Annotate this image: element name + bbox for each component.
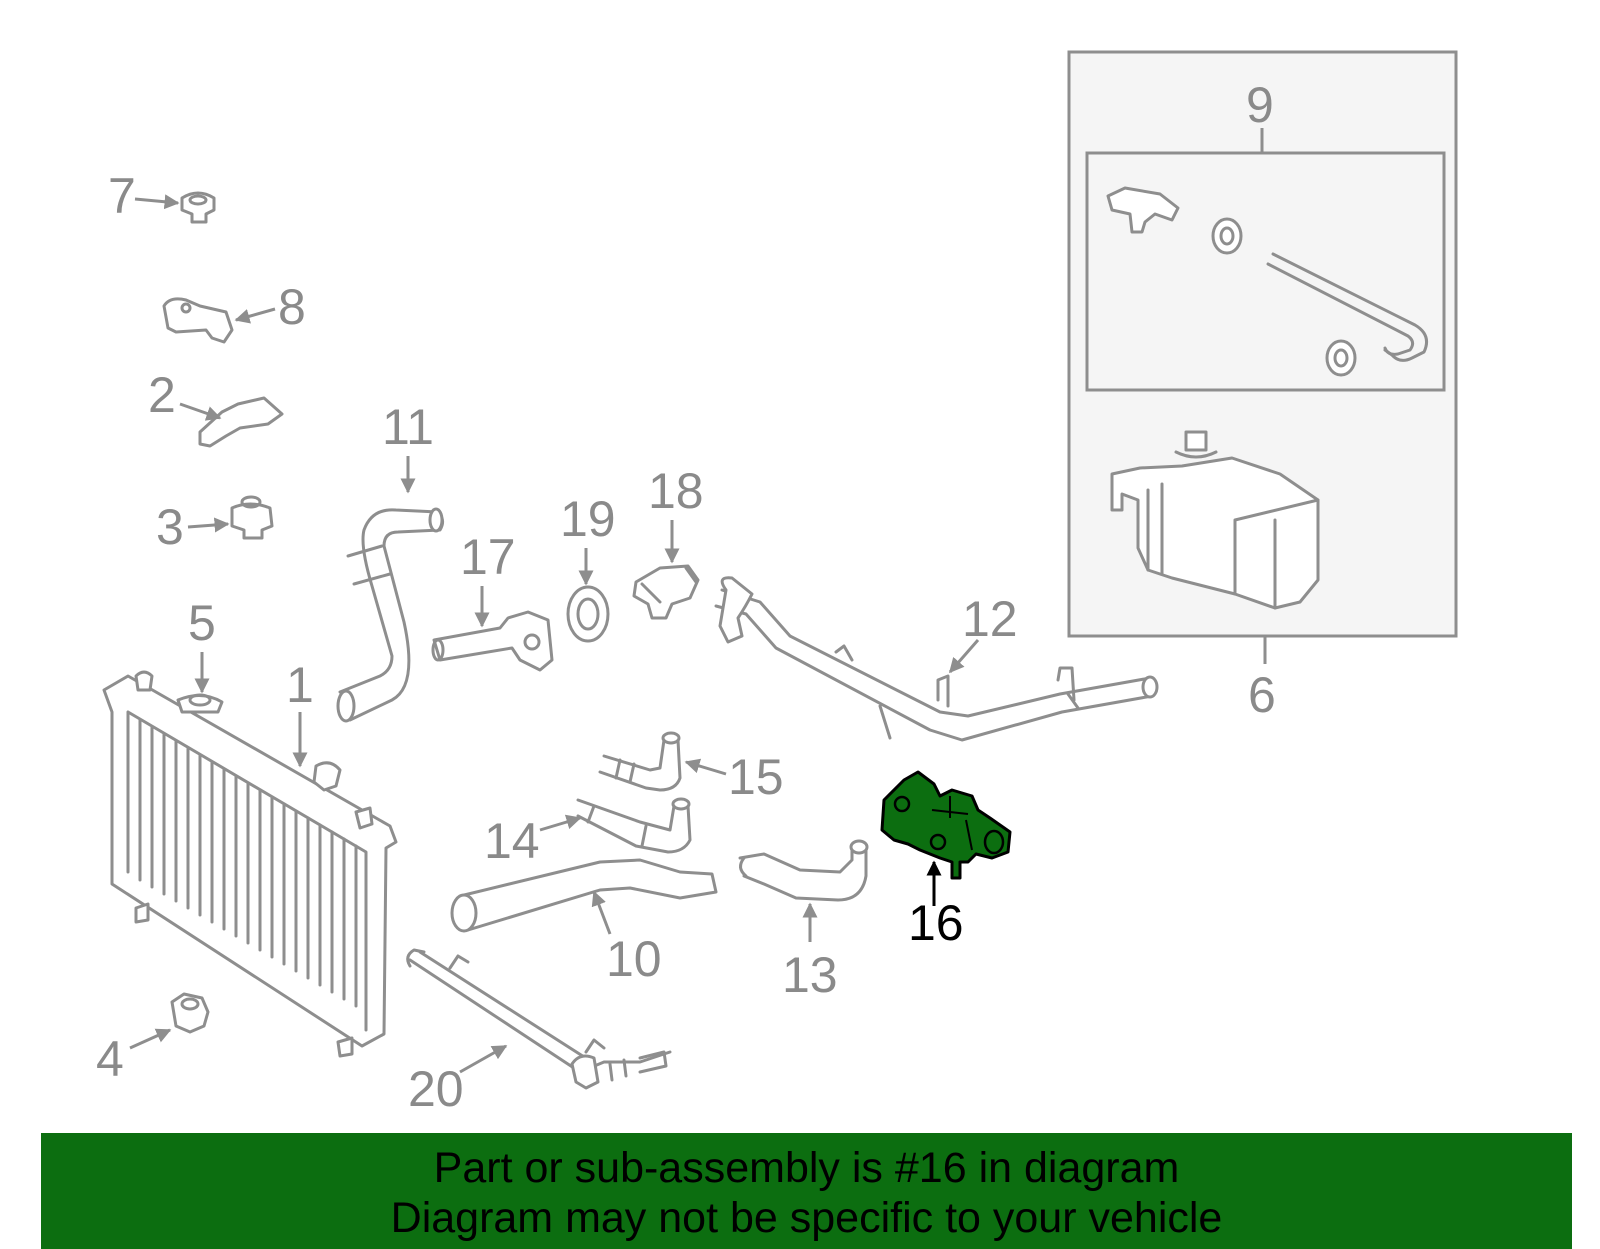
- label-20: 20: [408, 1061, 464, 1117]
- info-banner: Part or sub-assembly is #16 in diagram D…: [41, 1133, 1572, 1249]
- part-20-water-pipe[interactable]: [406, 948, 672, 1090]
- label-3: 3: [156, 499, 184, 555]
- part-19-gasket[interactable]: [566, 548, 610, 643]
- part-13-hose[interactable]: [738, 839, 869, 942]
- label-14: 14: [484, 813, 540, 869]
- label-10: 10: [606, 931, 662, 987]
- part-4-nut[interactable]: [129, 992, 210, 1050]
- part-9-cap-hose-kit[interactable]: [1106, 186, 1428, 377]
- label-15: 15: [728, 749, 784, 805]
- part-17-water-outlet[interactable]: [431, 586, 554, 672]
- label-6: 6: [1248, 667, 1276, 723]
- part-3-bushing[interactable]: [187, 495, 274, 540]
- part-10-lower-hose[interactable]: [450, 858, 718, 935]
- part-14-hose[interactable]: [539, 797, 692, 854]
- label-7: 7: [108, 168, 136, 224]
- part-8-bracket[interactable]: [162, 297, 276, 344]
- label-12: 12: [962, 591, 1018, 647]
- label-16: 16: [908, 895, 964, 951]
- part-6-reservoir-tank[interactable]: [1110, 430, 1320, 610]
- label-8: 8: [278, 279, 306, 335]
- label-11: 11: [382, 399, 434, 455]
- label-4: 4: [96, 1031, 124, 1087]
- part-15-hose[interactable]: [598, 731, 727, 792]
- banner-line-1: Part or sub-assembly is #16 in diagram: [433, 1144, 1180, 1192]
- label-17: 17: [460, 529, 516, 585]
- part-11-upper-hose[interactable]: [336, 456, 445, 723]
- callout-labels: 7 8 2 3 11 17 19 18 5 1 12 15 14 10 13 4…: [96, 77, 1276, 1117]
- part-18-thermostat[interactable]: [632, 520, 700, 620]
- part-7-clip[interactable]: [134, 191, 216, 224]
- label-5: 5: [188, 595, 216, 651]
- part-2-bracket[interactable]: [179, 396, 284, 448]
- label-19: 19: [560, 491, 616, 547]
- part-12-bypass-pipe[interactable]: [714, 576, 1159, 742]
- label-1: 1: [286, 657, 314, 713]
- label-18: 18: [648, 463, 704, 519]
- part-5-radiator-cap[interactable]: [176, 652, 224, 714]
- part-16-water-inlet-housing[interactable]: [880, 770, 1012, 906]
- label-2: 2: [148, 367, 176, 423]
- banner-line-2: Diagram may not be specific to your vehi…: [390, 1194, 1223, 1242]
- part-1-radiator[interactable]: [102, 670, 398, 1058]
- label-9: 9: [1246, 77, 1274, 133]
- label-13: 13: [782, 947, 838, 1003]
